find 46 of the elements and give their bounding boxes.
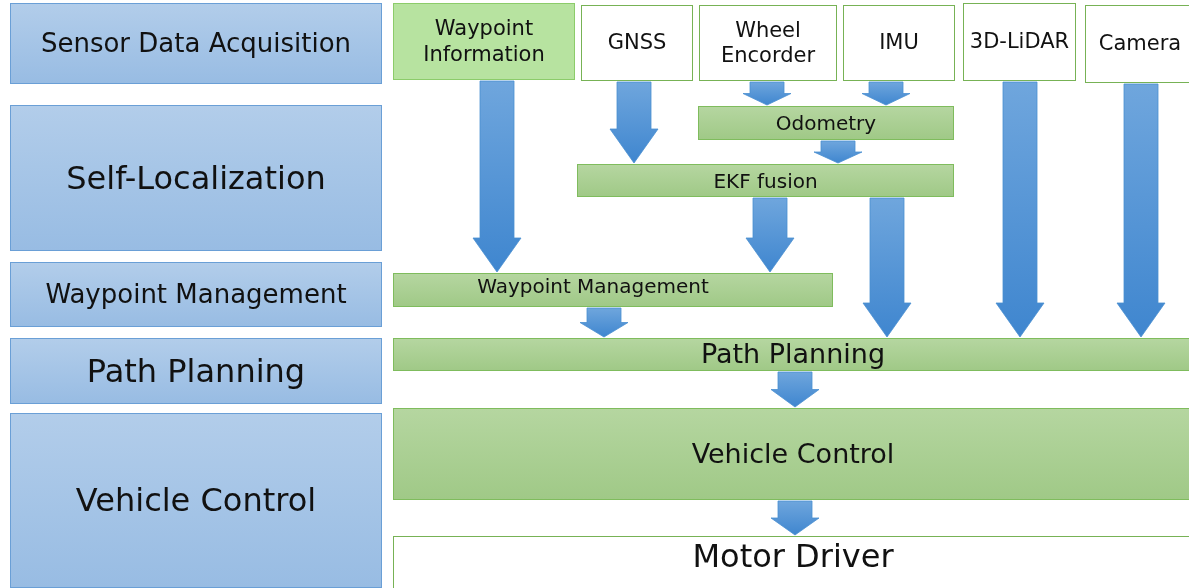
process-box [577,164,954,197]
box-label: EKF fusion [712,168,819,193]
process-box [698,106,954,140]
box-label: Sensor Data Acquisition [39,27,353,60]
box-label: Self-Localization [65,158,327,198]
box-label: Waypoint Information [422,16,546,67]
block-arrow [742,81,792,106]
box-label: Camera [1097,31,1183,57]
box-label: Wheel Encorder [719,17,817,69]
block-arrow [579,307,629,338]
output-box [393,536,1189,588]
box-label: Motor Driver [691,537,895,576]
process-box [393,338,1189,371]
stage-box [10,413,382,588]
block-arrow [609,81,659,164]
box-label: IMU [878,30,920,56]
box-label: Vehicle Control [690,437,896,471]
block-arrow [861,81,911,106]
box-label: GNSS [606,30,668,56]
box-label: Vehicle Control [74,481,318,520]
box-label: Odometry [774,111,878,135]
sensor-box [581,5,693,81]
box-label: Path Planning [699,338,887,371]
stage-box [10,262,382,327]
block-arrow [472,80,522,273]
sensor-box [843,5,955,81]
sensor-box [699,5,837,81]
box-label: 3D-LiDAR [968,29,1071,55]
process-box [393,273,833,307]
block-arrow [745,197,795,273]
block-arrow [1116,83,1166,338]
process-box [393,408,1189,500]
box-label: Path Planning [85,351,307,391]
block-arrow [862,197,912,338]
sensor-box [1085,5,1189,83]
stage-box [10,338,382,404]
box-label: Waypoint Management [44,278,348,311]
sensor-box [393,3,575,80]
sensor-box [963,3,1076,81]
stage-box [10,3,382,84]
box-label: Waypoint Management [476,274,710,298]
block-arrow [770,500,820,536]
block-arrow [995,81,1045,338]
block-arrow [813,140,863,164]
stage-box [10,105,382,251]
block-arrow [770,371,820,408]
